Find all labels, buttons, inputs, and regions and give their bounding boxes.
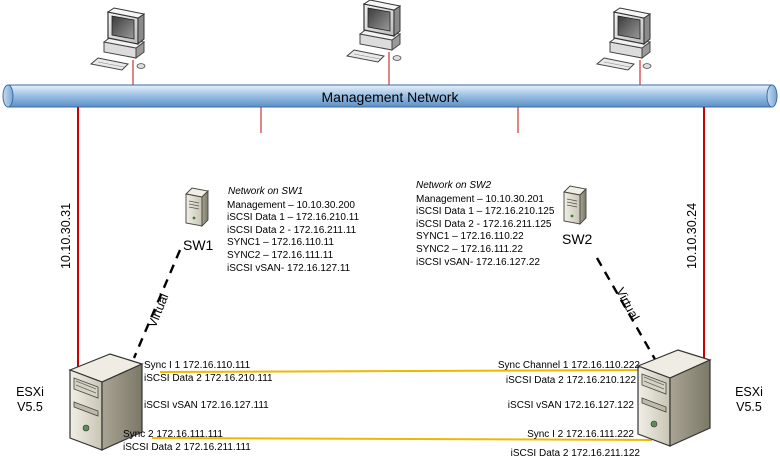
left-host-label-line1: ESXi <box>16 385 44 399</box>
sw1-network-line: iSCSI vSAN- 172.16.127.11 <box>227 263 351 274</box>
sw2-network-line: SYNC2 – 172.16.111.22 <box>416 244 523 255</box>
sw2-label: SW2 <box>562 231 593 247</box>
right-host-label-line2: V5.5 <box>736 400 762 414</box>
sw1-label: SW1 <box>183 237 214 253</box>
right-host-iscsi-data2: iSCSI Data 2 172.16.210.122 <box>506 375 637 386</box>
left-host-ip: 10.10.30.31 <box>59 203 73 269</box>
sw2-network-line: iSCSI Data 1 – 172.16.210.125 <box>416 206 555 217</box>
server-icon <box>637 349 711 447</box>
left-host-sync2: Sync 2 172.16.111.111 <box>123 429 223 440</box>
network-label: Management Network <box>322 89 460 105</box>
sw2-network-list: Management – 10.10.30.201 iSCSI Data 1 –… <box>416 194 555 268</box>
sw1-network-heading: Network on SW1 <box>228 186 303 197</box>
left-host-sync1: Sync I 1 172.16.110.111 <box>144 360 251 371</box>
sw1-network-line: iSCSI Data 1 – 172.16.210.11 <box>227 212 360 223</box>
server-icon <box>563 185 587 225</box>
sw1-network-line: SYNC2 – 172.16.111.11 <box>227 250 334 261</box>
sw2-virtual-link <box>595 257 662 369</box>
right-host-sync2: Sync I 2 172.16.111.222 <box>527 429 634 440</box>
right-host-iscsi-vsan: iSCSI vSAN 172.16.127.122 <box>508 400 635 411</box>
left-host-iscsi-data2-b: iSCSI Data 2 172.16.211.111 <box>123 442 251 453</box>
server-icon <box>185 187 209 227</box>
workstation-icon <box>90 7 146 71</box>
left-host-iscsi-data2: iSCSI Data 2 172.16.210.111 <box>144 373 273 384</box>
left-host-label-line2: V5.5 <box>17 400 43 414</box>
sw1-network-list: Management – 10.10.30.200 iSCSI Data 1 –… <box>227 200 360 274</box>
right-host-label-line1: ESXi <box>735 385 763 399</box>
workstation-icon <box>596 7 652 71</box>
sw1-virtual-link <box>132 249 182 359</box>
sw2-virtual-label: Virtual <box>613 285 642 323</box>
sync-channel-1-link <box>159 369 653 373</box>
sw1-network-line: Management – 10.10.30.200 <box>227 200 355 211</box>
left-host-iscsi-vsan: iSCSI vSAN 172.16.127.111 <box>144 400 269 411</box>
workstation-icon <box>346 0 402 63</box>
sw2-network-line: iSCSI Data 2 - 172.16.211.125 <box>416 219 552 230</box>
sw1-network-line: iSCSI Data 2 - 172.16.211.11 <box>227 225 357 236</box>
right-host-iscsi-data2-b: iSCSI Data 2 172.16.211.122 <box>511 448 641 459</box>
management-network-bar <box>2 84 778 108</box>
sw1-network-line: SYNC1 – 172.16.110.11 <box>227 237 334 248</box>
sw2-network-line: iSCSI vSAN- 172.16.127.22 <box>416 257 540 268</box>
sw1-virtual-label: Virtual <box>145 292 171 330</box>
right-host-ip: 10.10.30.24 <box>685 203 699 269</box>
right-host-sync1: Sync Channel 1 172.16.110.222 <box>498 360 641 371</box>
sync-channel-2-link <box>151 437 653 441</box>
sw2-network-line: SYNC1 – 172.16.110.22 <box>416 231 524 242</box>
sw2-network-heading: Network on SW2 <box>416 180 491 191</box>
sw2-network-line: Management – 10.10.30.201 <box>416 194 544 205</box>
